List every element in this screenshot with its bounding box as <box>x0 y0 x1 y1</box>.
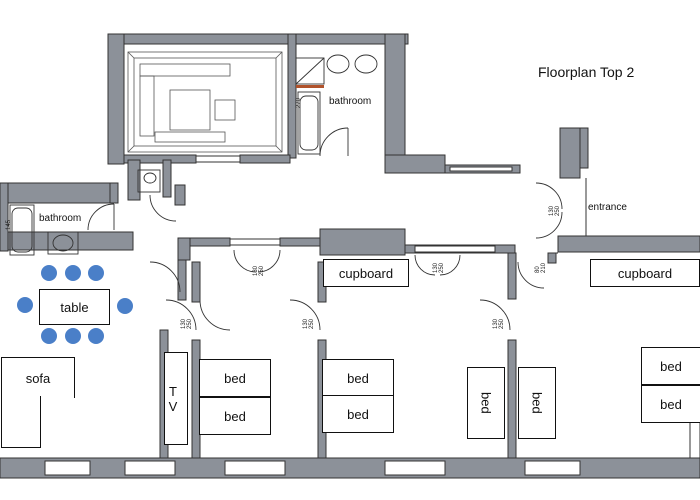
chair <box>65 328 81 344</box>
dimension-label: 130 250 <box>253 265 266 277</box>
chair <box>65 265 81 281</box>
wall <box>109 182 119 204</box>
wall <box>384 154 446 174</box>
wall <box>177 237 191 261</box>
bed: bed <box>322 395 394 433</box>
bed: bed <box>199 359 271 397</box>
page-title: Floorplan Top 2 <box>538 64 635 80</box>
tv-unit: TV <box>164 352 188 445</box>
chair <box>41 328 57 344</box>
sofa: sofa <box>1 357 75 398</box>
dimension-label: 80 210 <box>535 262 548 274</box>
dimension-label: 130 250 <box>433 262 446 274</box>
bed: bed <box>322 359 394 397</box>
wall <box>557 235 700 253</box>
wall <box>174 184 186 206</box>
dimension-label: 130 250 <box>303 318 316 330</box>
dimension-label: 130 250 <box>181 318 194 330</box>
wall <box>127 159 141 201</box>
chair <box>17 297 33 313</box>
wall <box>189 237 231 247</box>
chair <box>117 298 133 314</box>
wall <box>107 33 125 165</box>
wall <box>107 33 409 45</box>
chair <box>88 328 104 344</box>
wall <box>0 182 111 204</box>
chair <box>41 265 57 281</box>
wall <box>0 457 700 479</box>
bed: bed <box>199 397 271 435</box>
wall <box>177 259 187 301</box>
wall <box>547 252 557 264</box>
wall <box>191 261 201 303</box>
bed: bed <box>467 367 505 439</box>
wall <box>507 339 517 461</box>
room-label-bathroom-top: bathroom <box>329 96 372 107</box>
wall <box>384 33 406 165</box>
room-label-entrance: entrance <box>588 202 627 213</box>
wall <box>162 159 172 198</box>
sofa-chaise <box>1 396 41 448</box>
bed: bed <box>641 385 700 423</box>
dimension-label: 270 <box>296 97 303 109</box>
room-label-bathroom-left: bathroom <box>39 213 82 224</box>
dimension-label: 130 250 <box>549 205 562 217</box>
wall <box>0 182 9 252</box>
cupboard-1: cupboard <box>323 259 409 287</box>
wall <box>507 252 517 300</box>
cupboard-2: cupboard <box>590 259 700 287</box>
bed: bed <box>641 347 700 385</box>
wall <box>559 127 581 179</box>
bed: bed <box>518 367 556 439</box>
dimension-label: 130 250 <box>493 318 506 330</box>
wall <box>579 127 589 169</box>
dining-table: table <box>39 289 110 325</box>
wall <box>7 231 134 251</box>
chair <box>88 265 104 281</box>
wall <box>287 33 297 159</box>
wall <box>279 237 321 247</box>
wall <box>319 228 406 256</box>
wall <box>239 154 291 164</box>
dimension-label: 145 <box>6 219 13 231</box>
